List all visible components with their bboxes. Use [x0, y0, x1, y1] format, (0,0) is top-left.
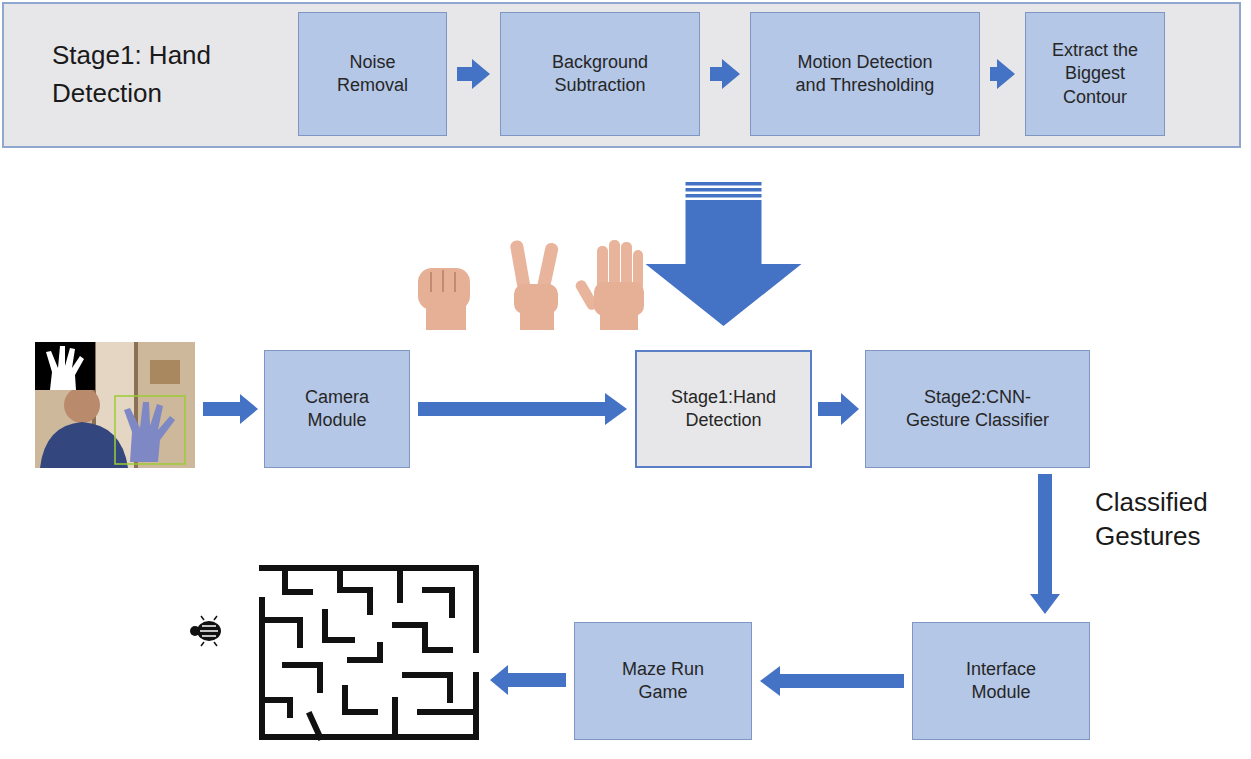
maze-wall: [350, 645, 380, 660]
open-hand: [574, 240, 644, 330]
maze-wall: [340, 568, 370, 612]
arrow-body: [1030, 474, 1060, 614]
box-label: Background Subtraction: [519, 51, 681, 98]
flow-arrow: [457, 59, 490, 89]
stage-title: Stage1: Hand Detection: [52, 37, 252, 112]
maze-outer-wall: [262, 568, 476, 737]
bug-icon: [180, 612, 234, 650]
maze-wall: [395, 700, 476, 737]
process-box: Stage2:CNN- Gesture Classifier: [865, 350, 1090, 468]
bug-head: [190, 626, 200, 636]
flow-arrow: [418, 393, 627, 425]
box-label: Maze Run Game: [613, 658, 713, 705]
process-box: Background Subtraction: [500, 12, 700, 136]
flow-arrow: [710, 59, 740, 89]
flow-arrow: [1030, 474, 1060, 614]
photo-head: [64, 387, 100, 423]
arrow-stripe: [686, 188, 762, 192]
input-arrow: [203, 394, 258, 424]
process-box: Motion Detection and Thresholding: [750, 12, 980, 136]
stage-box: Stage1:Hand Detection: [635, 350, 812, 468]
process-box: Maze Run Game: [574, 622, 752, 740]
stage-band: Stage1: Hand Detection Noise Removal Backg…: [2, 2, 1241, 148]
box-label: Motion Detection and Thresholding: [785, 51, 945, 98]
arrow-body: [710, 59, 740, 89]
box-label: Stage2:CNN- Gesture Classifier: [898, 386, 1057, 433]
arrow-body: [457, 59, 490, 89]
edge-label: Classified Gestures: [1095, 486, 1227, 554]
webcam-photo: [35, 342, 195, 468]
box-label: Extract the Biggest Contour: [1040, 39, 1150, 109]
box-label: Stage1:Hand Detection: [661, 386, 786, 433]
arrow-body: [990, 59, 1015, 89]
box-label: Interface Module: [937, 658, 1065, 705]
v-wrist: [520, 305, 554, 330]
maze: [262, 568, 476, 737]
v-finger: [509, 240, 530, 291]
flow-arrow: [646, 182, 802, 326]
photo-mask-hand: [46, 346, 84, 390]
gesture-hands: [405, 237, 657, 330]
photo-mask-inset: [35, 342, 95, 390]
box-label: Camera Module: [285, 386, 389, 433]
fist-hand: [418, 268, 470, 330]
fist-lines: [431, 270, 455, 292]
maze-wall: [345, 688, 375, 712]
maze-wall: [262, 620, 300, 645]
output-arrow: [490, 665, 566, 695]
bug-stripes: [200, 626, 218, 636]
flow-arrow: [990, 59, 1015, 89]
photo-picture: [150, 360, 180, 384]
process-box: Noise Removal: [298, 12, 447, 136]
process-box: Extract the Biggest Contour: [1025, 12, 1165, 136]
maze-wall: [285, 665, 320, 690]
arrow-body: [646, 200, 802, 326]
maze-wall: [285, 568, 310, 592]
open-wrist: [600, 308, 638, 330]
photo-hand: [124, 402, 175, 462]
photo-roi-box: [115, 396, 185, 464]
process-box: Interface Module: [912, 622, 1090, 740]
bug-legs: [201, 616, 217, 646]
bug-body: [197, 621, 221, 641]
hands-ground: [405, 237, 657, 330]
v-hand: [509, 240, 559, 330]
maze-wall: [310, 715, 320, 737]
fist-wrist: [426, 300, 466, 330]
photo-wall: [35, 342, 195, 468]
flow-arrow: [818, 393, 859, 425]
arrow-body: [418, 393, 627, 425]
arrow-stripe: [686, 194, 762, 198]
arrow-stripe: [686, 182, 762, 186]
maze-wall: [395, 625, 450, 650]
arrow-body: [818, 393, 859, 425]
band-fill: [2, 2, 1241, 148]
maze-wall: [405, 675, 450, 700]
maze-wall: [400, 568, 452, 615]
flow-arrow: [760, 666, 904, 696]
box-label: Noise Removal: [321, 51, 424, 98]
bug-ground: [180, 612, 234, 650]
arrow-body: [760, 666, 904, 696]
maze-wall: [325, 612, 352, 640]
maze-wall: [262, 700, 290, 715]
process-box: Camera Module: [264, 350, 410, 468]
